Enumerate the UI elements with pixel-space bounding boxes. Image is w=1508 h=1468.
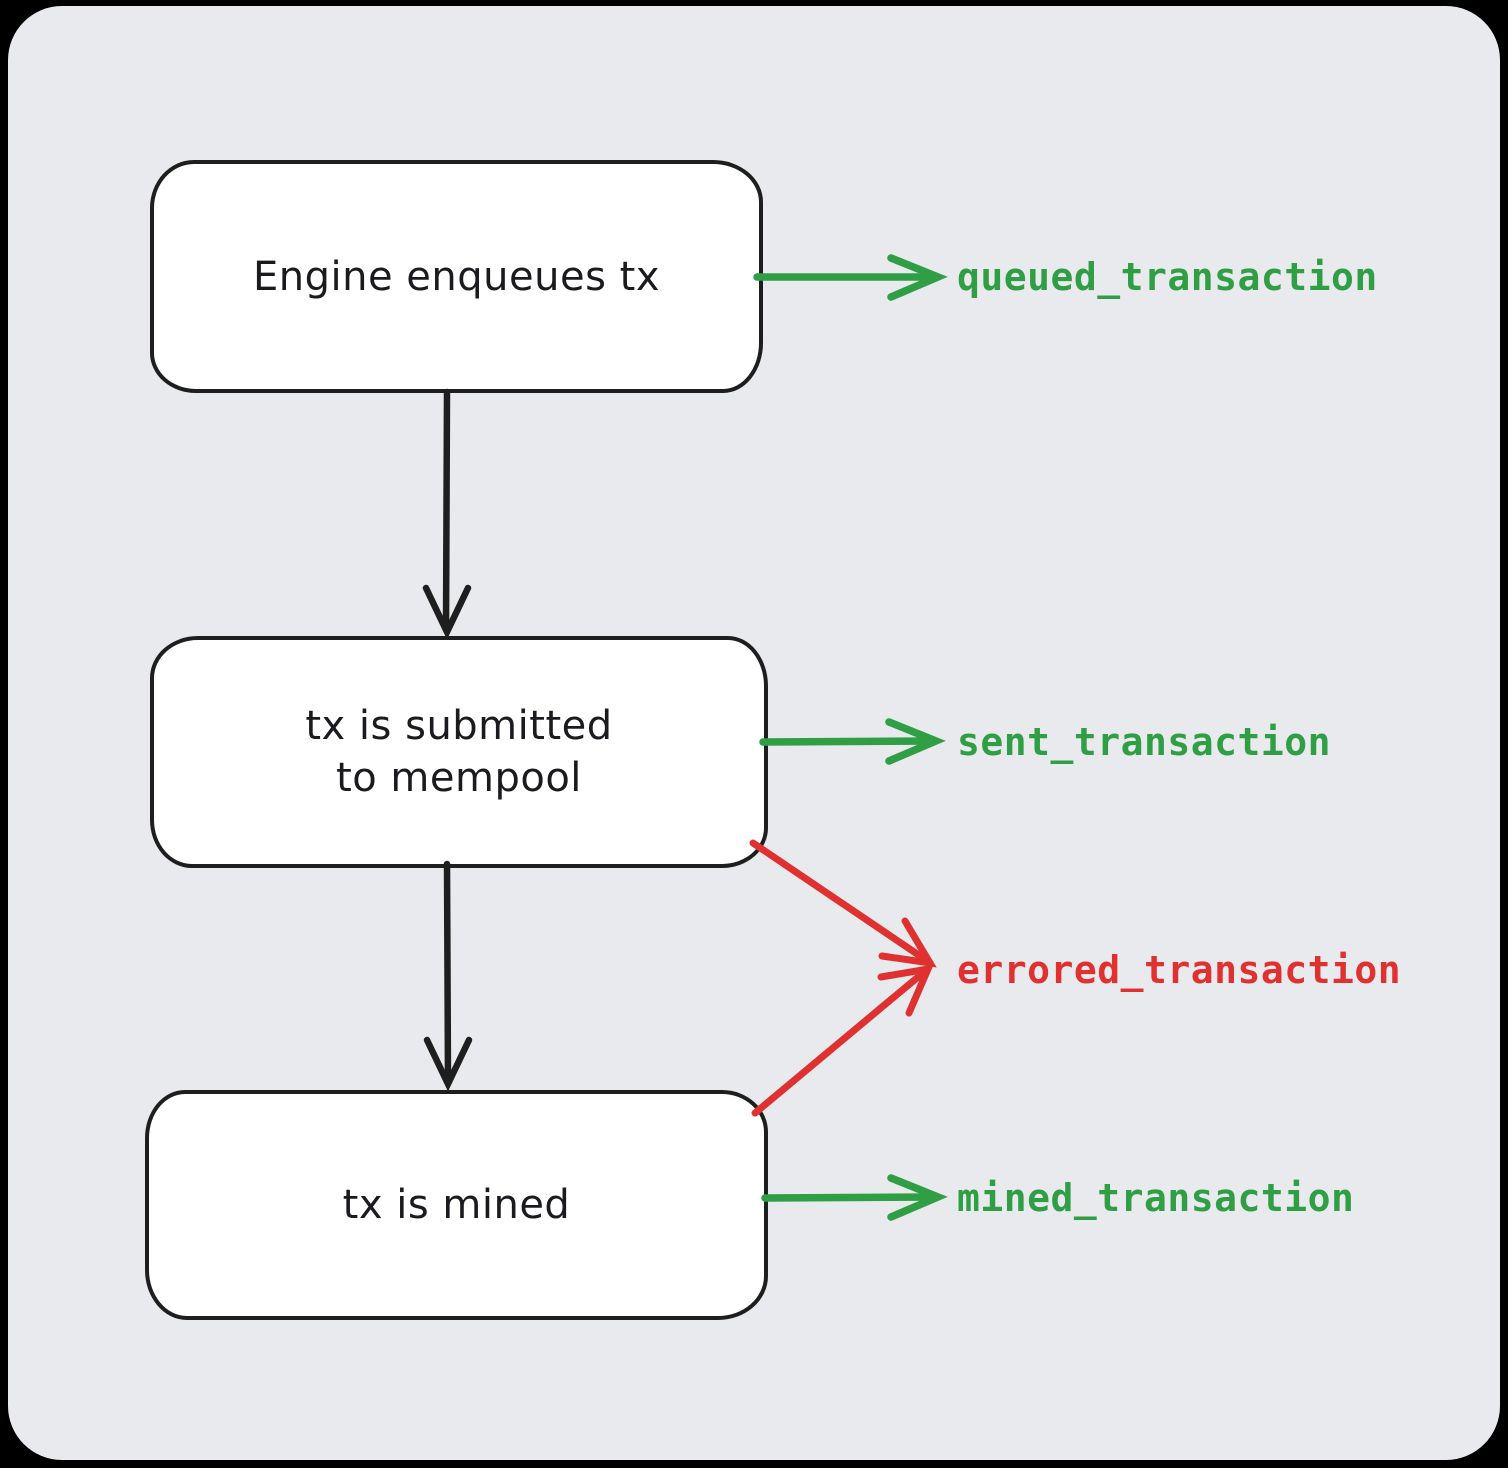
- event-label-sent-transaction: sent_transaction: [957, 720, 1332, 764]
- node-tx-submitted-to-mempool: tx is submitted to mempool: [150, 636, 768, 868]
- node-tx-is-mined-label: tx is mined: [342, 1182, 571, 1228]
- event-label-queued-transaction: queued_transaction: [957, 255, 1378, 299]
- node-mempool-line-1: tx is submitted: [305, 703, 613, 749]
- node-engine-enqueues-tx: Engine enqueues tx: [150, 160, 763, 393]
- event-label-mined-transaction: mined_transaction: [957, 1176, 1355, 1220]
- node-tx-submitted-to-mempool-label: tx is submitted to mempool: [305, 700, 612, 804]
- node-tx-is-mined: tx is mined: [145, 1090, 768, 1320]
- event-label-errored-transaction: errored_transaction: [957, 948, 1402, 992]
- node-mempool-line-2: to mempool: [336, 755, 582, 801]
- node-engine-enqueues-tx-label: Engine enqueues tx: [253, 253, 660, 300]
